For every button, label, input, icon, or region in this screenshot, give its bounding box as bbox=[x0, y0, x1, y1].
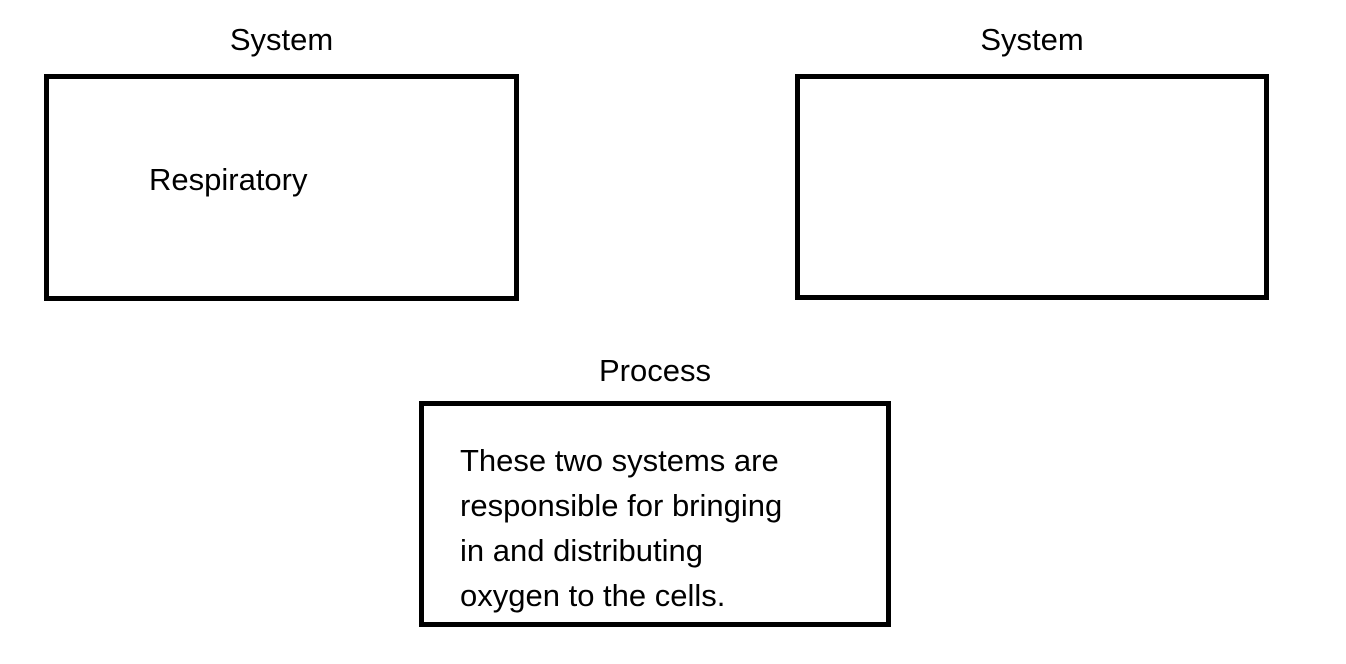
node-box-system-respiratory[interactable]: Respiratory bbox=[44, 74, 519, 301]
node-caption-system-respiratory: System bbox=[229, 22, 334, 57]
node-box-system-blank[interactable] bbox=[795, 74, 1269, 300]
node-caption-system-blank: System bbox=[980, 22, 1084, 57]
node-text-respiratory: Respiratory bbox=[149, 162, 308, 197]
node-box-process[interactable]: These two systems are responsible for br… bbox=[419, 401, 891, 627]
node-caption-process: Process bbox=[599, 353, 711, 388]
node-text-process: These two systems are responsible for br… bbox=[460, 443, 783, 613]
